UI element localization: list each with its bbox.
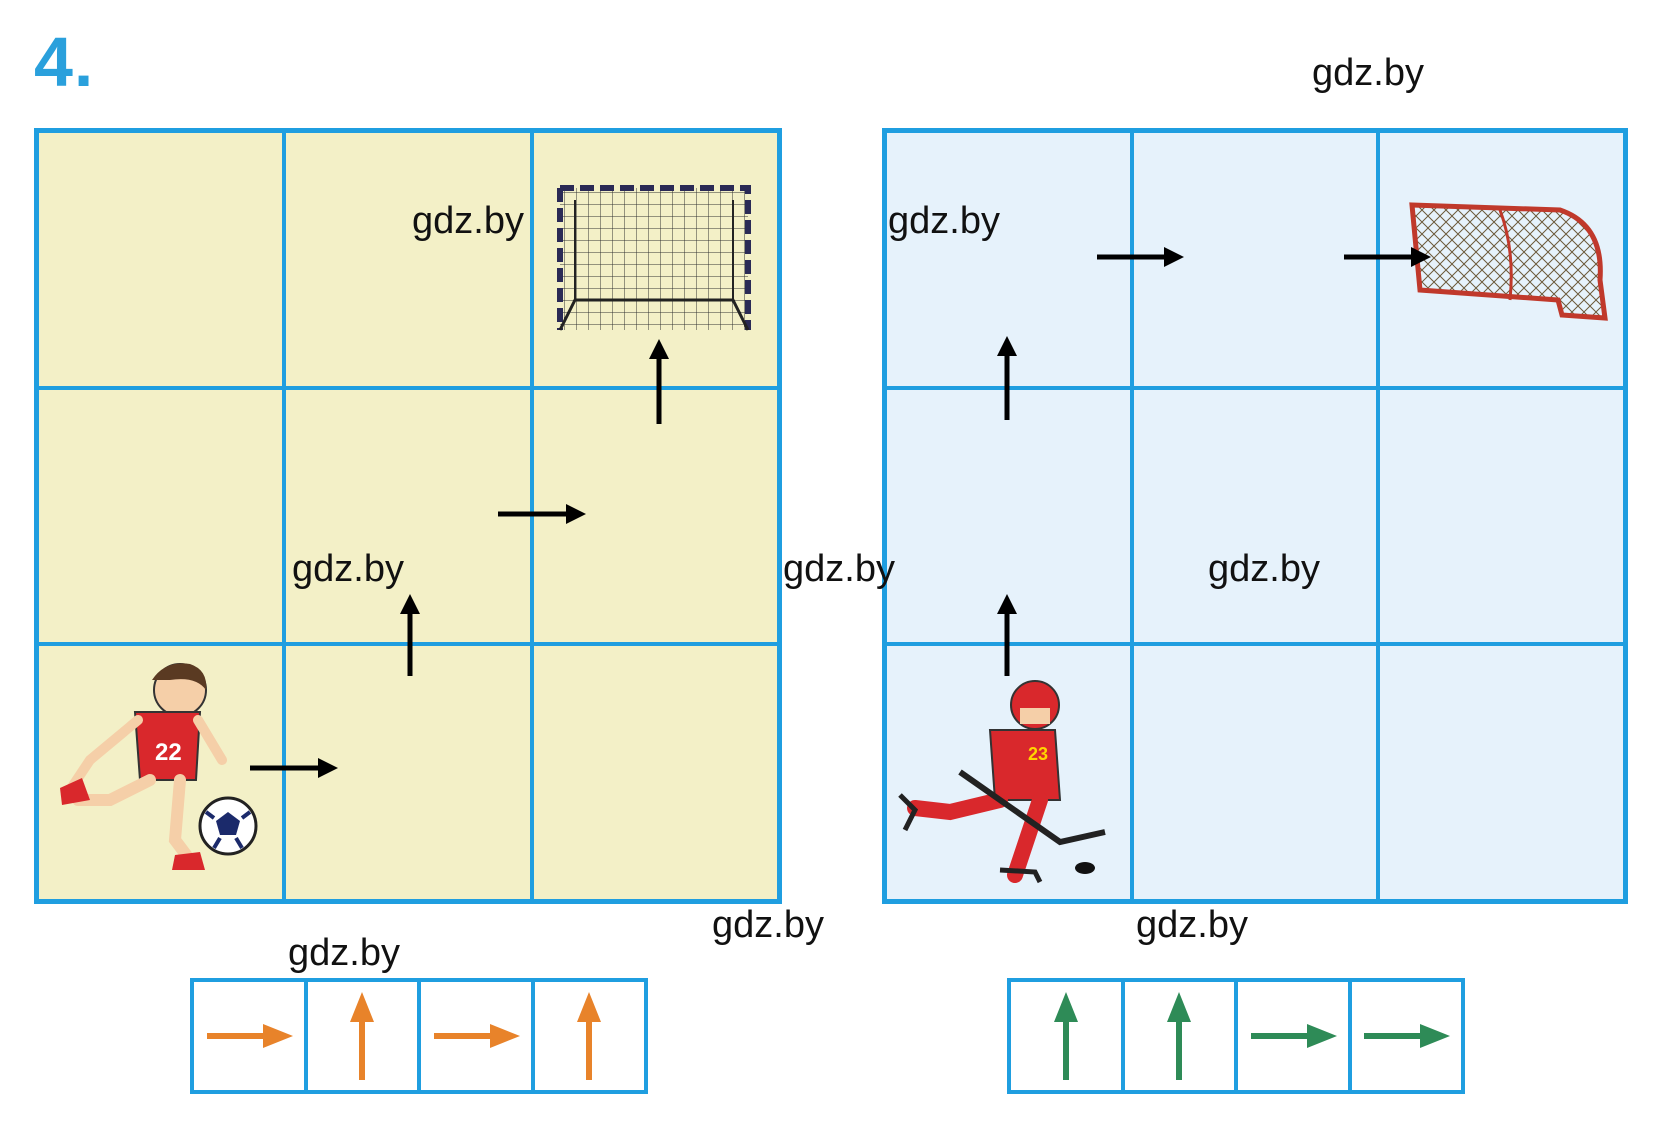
grid-cell [37,131,285,388]
grid-cell [1378,387,1625,645]
watermark: gdz.by [888,200,1000,242]
soccer-grid [34,128,782,904]
hockey-code-strip [1007,978,1465,1094]
code-cell [1349,980,1463,1092]
watermark: gdz.by [1312,52,1424,94]
arrow-right-icon [1250,1024,1337,1048]
watermark: gdz.by [1208,548,1320,590]
arrow-up-icon [577,992,602,1080]
watermark: gdz.by [712,904,824,946]
grid-cell [1131,387,1379,645]
hockey-grid [882,128,1628,904]
arrow-up-icon [350,992,375,1080]
watermark: gdz.by [292,548,404,590]
watermark: gdz.by [412,200,524,242]
grid-cell [284,644,532,901]
code-cell [532,980,646,1092]
code-cell [1236,980,1350,1092]
arrow-up-icon [1053,992,1078,1080]
grid-cell [885,644,1132,901]
grid-cell [284,387,532,645]
grid-cell [531,131,779,388]
code-cell [419,980,533,1092]
grid-cell [885,131,1132,388]
code-cell [1122,980,1236,1092]
grid-cell [1378,131,1625,388]
grid-cell [284,131,532,388]
grid-cell [885,387,1132,645]
arrow-right-icon [433,1024,520,1048]
arrow-right-icon [1364,1024,1451,1048]
grid-cell [1131,644,1379,901]
grid-cell [37,644,285,901]
watermark: gdz.by [1136,904,1248,946]
soccer-code-strip [190,978,648,1094]
grid-cell [37,387,285,645]
grid-cell [531,644,779,901]
code-cell [1009,980,1123,1092]
grid-cell [1378,644,1625,901]
code-cell [192,980,306,1092]
grid-cell [531,387,779,645]
grid-cell [1131,131,1379,388]
arrow-up-icon [1167,992,1192,1080]
task-number: 4. [34,23,95,101]
watermark: gdz.by [288,932,400,974]
arrow-right-icon [206,1024,293,1048]
watermark: gdz.by [783,548,895,590]
code-cell [305,980,419,1092]
